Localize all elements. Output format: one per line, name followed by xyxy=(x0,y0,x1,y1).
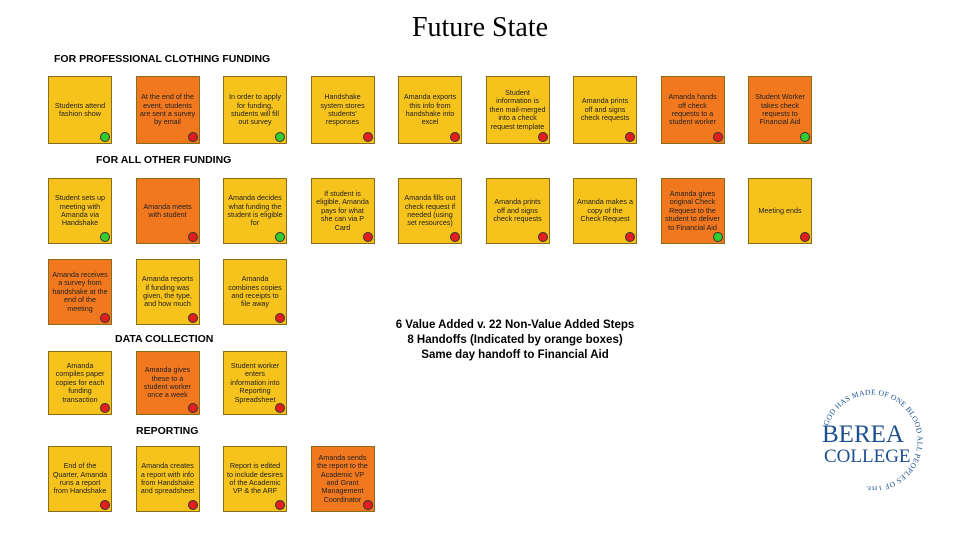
non-value-added-dot xyxy=(450,232,460,242)
value-added-dot xyxy=(100,132,110,142)
non-value-added-dot xyxy=(625,132,635,142)
process-step-text: Amanda compiles paper copies for each fu… xyxy=(55,360,105,404)
process-step-text: In order to apply for funding, students … xyxy=(229,92,281,127)
process-step-box: Meeting ends xyxy=(748,178,812,244)
process-step-box: End of the Quarter, Amanda runs a report… xyxy=(48,446,112,512)
value-added-dot xyxy=(712,232,723,242)
value-added-dot xyxy=(800,132,810,142)
process-step-text: End of the Quarter, Amanda runs a report… xyxy=(52,461,108,496)
process-step-box: In order to apply for funding, students … xyxy=(223,76,287,144)
process-step-text: Amanda gives these to a student worker o… xyxy=(143,365,192,400)
section-label-other: FOR ALL OTHER FUNDING xyxy=(96,154,232,166)
non-value-added-dot xyxy=(187,132,198,142)
process-step-box: Amanda exports this info from handshake … xyxy=(398,76,462,144)
process-step-box: Amanda receives a survey from handshake … xyxy=(48,259,112,325)
process-step-text: Amanda combines copies and receipts to f… xyxy=(228,274,282,309)
non-value-added-dot xyxy=(187,500,198,510)
berea-college-logo: GOD HAS MADE OF ONE BLOOD ALL PEOPLES OF… xyxy=(806,386,924,490)
process-step-box: Student information is then mail-merged … xyxy=(485,76,550,144)
process-step-text: If student is eligible, Amanda pays for … xyxy=(316,188,369,232)
section-label-data-collection: DATA COLLECTION xyxy=(115,333,214,345)
process-step-text: Student information is then mail-merged … xyxy=(489,87,546,131)
process-step-text: Amanda gives original Check Request to t… xyxy=(665,188,720,232)
process-step-box: Amanda makes a copy of the Check Request xyxy=(573,178,637,244)
non-value-added-dot xyxy=(450,132,460,142)
process-step-box: Amanda compiles paper copies for each fu… xyxy=(48,351,112,415)
non-value-added-dot xyxy=(537,132,548,142)
process-step-text: Report is edited to include desires of t… xyxy=(227,461,283,496)
non-value-added-dot xyxy=(625,232,635,242)
process-step-text: Amanda prints off and signs check reques… xyxy=(493,197,542,224)
process-step-box: Amanda decides what funding the student … xyxy=(223,178,287,244)
process-step-text: Amanda reports if funding was given, the… xyxy=(141,274,194,309)
non-value-added-dot xyxy=(712,132,723,142)
process-step-text: Amanda receives a survey from handshake … xyxy=(52,269,108,313)
process-step-text: Amanda creates a report with info from H… xyxy=(140,461,195,496)
process-step-text: At the end of the event, students are se… xyxy=(139,92,196,127)
process-step-box: Amanda hands off check requests to a stu… xyxy=(660,76,725,144)
non-value-added-dot xyxy=(275,313,285,323)
process-step-box: Amanda reports if funding was given, the… xyxy=(135,259,200,325)
process-step-text: Handshake system stores students' respon… xyxy=(320,92,365,127)
process-step-text: Student worker enters information into R… xyxy=(230,360,280,404)
process-step-text: Amanda prints off and signs check reques… xyxy=(580,96,630,123)
non-value-added-dot xyxy=(800,232,810,242)
process-step-box: At the end of the event, students are se… xyxy=(135,76,200,144)
summary-line-steps: 6 Value Added v. 22 Non-Value Added Step… xyxy=(395,319,635,331)
process-step-text: Amanda meets with student xyxy=(143,201,192,219)
process-step-text: Amanda exports this info from handshake … xyxy=(403,92,457,127)
value-added-dot xyxy=(100,232,110,242)
value-added-dot xyxy=(275,132,285,142)
summary-line-handoffs: 8 Handoffs (Indicated by orange boxes) xyxy=(407,333,623,346)
value-added-dot xyxy=(275,232,285,242)
non-value-added-dot xyxy=(187,313,198,323)
process-step-text: Amanda makes a copy of the Check Request xyxy=(577,197,633,224)
non-value-added-dot xyxy=(187,232,198,242)
logo-name-bottom: COLLEGE xyxy=(824,446,911,467)
non-value-added-dot xyxy=(100,500,110,510)
summary-text: 6 Value Added v. 22 Non-Value Added Step… xyxy=(360,318,670,363)
process-step-text: Students attend fashion show xyxy=(54,100,106,118)
process-step-box: Amanda fills out check request if needed… xyxy=(398,178,462,244)
non-value-added-dot xyxy=(362,232,373,242)
process-step-text: Student Worker takes check requests to F… xyxy=(755,92,805,127)
process-step-box: Amanda creates a report with info from H… xyxy=(135,446,200,512)
logo-name-top: BEREA xyxy=(822,421,904,448)
process-step-box: Amanda prints off and signs check reques… xyxy=(573,76,637,144)
slide-title: Future State xyxy=(411,12,549,43)
non-value-added-dot xyxy=(362,500,373,510)
process-step-box: Amanda prints off and signs check reques… xyxy=(485,178,550,244)
process-step-box: Student Worker takes check requests to F… xyxy=(748,76,812,144)
section-label-professional: FOR PROFESSIONAL CLOTHING FUNDING xyxy=(54,53,271,65)
non-value-added-dot xyxy=(187,403,198,413)
section-label-reporting: REPORTING xyxy=(136,425,199,437)
process-step-text: Student sets up meeting with Amanda via … xyxy=(55,193,105,228)
process-step-box: Students attend fashion show xyxy=(48,76,112,144)
process-step-box: If student is eligible, Amanda pays for … xyxy=(310,178,375,244)
process-step-box: Handshake system stores students' respon… xyxy=(310,76,375,144)
process-step-box: Amanda sends the report to the Academic … xyxy=(310,446,375,512)
process-step-box: Amanda gives these to a student worker o… xyxy=(135,351,200,415)
process-step-box: Amanda combines copies and receipts to f… xyxy=(223,259,287,325)
process-step-text: Amanda sends the report to the Academic … xyxy=(317,452,368,504)
process-step-text: Amanda decides what funding the student … xyxy=(227,193,283,228)
non-value-added-dot xyxy=(537,232,548,242)
non-value-added-dot xyxy=(362,132,373,142)
non-value-added-dot xyxy=(275,403,285,413)
process-step-box: Student sets up meeting with Amanda via … xyxy=(48,178,112,244)
process-step-box: Amanda meets with student xyxy=(135,178,200,244)
process-step-text: Amanda fills out check request if needed… xyxy=(404,193,456,228)
process-step-box: Student worker enters information into R… xyxy=(223,351,287,415)
process-step-text: Amanda hands off check requests to a stu… xyxy=(668,92,717,127)
non-value-added-dot xyxy=(100,313,110,323)
process-step-box: Amanda gives original Check Request to t… xyxy=(660,178,725,244)
non-value-added-dot xyxy=(275,500,285,510)
non-value-added-dot xyxy=(100,403,110,413)
summary-line-same-day: Same day handoff to Financial Aid xyxy=(421,348,609,361)
process-step-text: Meeting ends xyxy=(758,205,802,215)
process-step-box: Report is edited to include desires of t… xyxy=(223,446,287,512)
